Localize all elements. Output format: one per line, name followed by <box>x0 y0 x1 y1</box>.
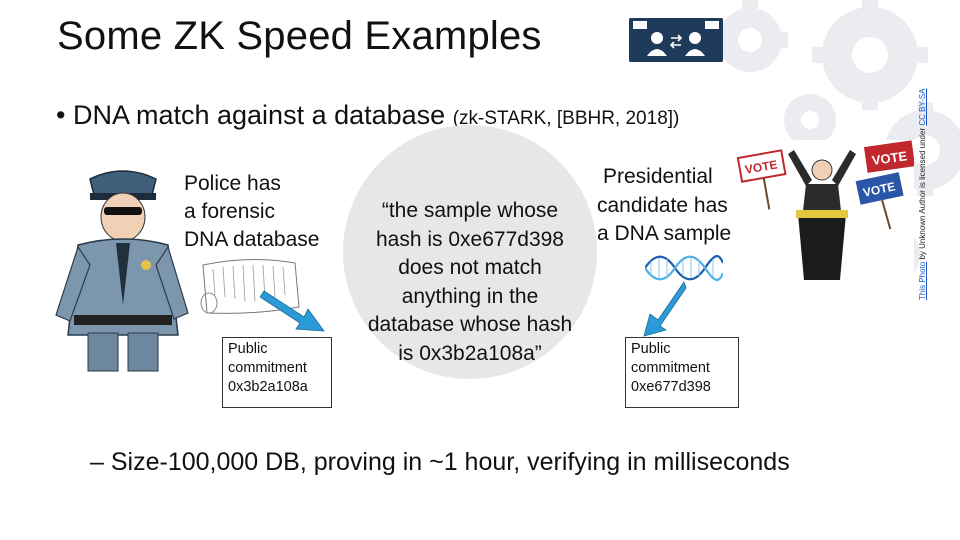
police-line-1: Police has <box>184 172 281 195</box>
main-bullet: • DNA match against a database (zk-STARK… <box>56 100 679 131</box>
photo-attribution: This Photo by Unknown Author is licensed… <box>918 50 932 300</box>
vote-sign-3: VOTE <box>862 179 897 199</box>
bullet-marker: • <box>56 100 66 130</box>
candidate-commitment-line-1: Public <box>631 341 671 357</box>
candidate-line-2: candidate has <box>597 193 728 217</box>
police-commitment-box: Public commitment 0x3b2a108a <box>222 337 332 408</box>
statement-circle <box>343 125 597 379</box>
bullet-text: DNA match against a database <box>72 100 446 130</box>
candidate-commitment-line-2: commitment <box>631 360 710 376</box>
police-commitment-line-2: commitment <box>228 360 307 376</box>
sub-bullet: – Size-100,000 DB, proving in ~1 hour, v… <box>90 448 790 477</box>
arrow-to-police-commitment <box>260 290 325 332</box>
page-title: Some ZK Speed Examples <box>57 14 542 58</box>
dna-helix-image <box>645 255 723 281</box>
sub-bullet-text: Size-100,000 DB, proving in ~1 hour, ver… <box>110 448 790 476</box>
statement-line-6: is 0x3b2a108a” <box>398 341 542 365</box>
police-line-3: DNA database <box>184 228 320 251</box>
statement-text: “the sample whose hash is 0xe677d398 doe… <box>343 197 597 368</box>
police-commitment-line-1: Public <box>228 341 268 357</box>
candidate-commitment-box: Public commitment 0xe677d398 <box>625 337 739 408</box>
candidate-line-1: Presidential <box>603 165 713 188</box>
vote-sign-2: VOTE <box>871 148 908 168</box>
candidate-line-3: a DNA sample <box>597 222 732 245</box>
license-link[interactable]: CC BY-SA <box>918 88 927 126</box>
vote-sign-1: VOTE <box>744 157 779 176</box>
police-officer-image <box>38 165 198 375</box>
police-commitment-line-3: 0x3b2a108a <box>228 379 308 395</box>
attribution-text: by Unknown Author is licensed under <box>918 127 927 260</box>
statement-line-4: anything in the <box>401 284 539 308</box>
people-exchange-image <box>629 18 723 62</box>
statement-line-2: hash is 0xe677d398 <box>376 227 564 251</box>
this-photo-link[interactable]: This Photo <box>918 261 927 300</box>
bullet-note: (zk-STARK, [BBHR, 2018]) <box>452 108 680 129</box>
statement-line-1: “the sample whose <box>381 199 559 222</box>
candidate-podium-image: VOTE VOTE VOTE <box>732 140 914 285</box>
sub-bullet-marker: – <box>90 448 104 476</box>
police-description: Police has a forensic DNA database <box>184 170 319 254</box>
statement-line-5: database whose hash <box>367 313 573 336</box>
candidate-commitment-line-3: 0xe677d398 <box>631 379 711 395</box>
arrow-to-candidate-commitment <box>643 281 687 337</box>
police-line-2: a forensic <box>184 200 276 223</box>
statement-line-3: does not match <box>398 256 542 279</box>
candidate-description: Presidential candidate has a DNA sample <box>597 163 731 249</box>
